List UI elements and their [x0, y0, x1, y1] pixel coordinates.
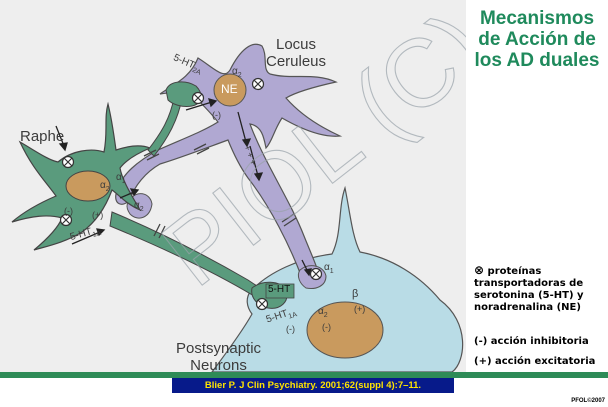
slide-title: Mecanismos de Acción de los AD duales [466, 8, 608, 71]
neuron-illustration: PIOL (C) [0, 0, 466, 372]
ne-label: NE [221, 82, 238, 96]
title-line3: los AD duales [466, 50, 608, 71]
transporter-icon [253, 79, 264, 90]
receptor-alpha2-lower: α2 [134, 200, 144, 213]
title-line2: de Acción de [466, 29, 608, 50]
receptor-alpha2-lc: α2 [232, 66, 242, 79]
receptor-alpha1-post: α1 [324, 262, 334, 275]
neuron-diagram: PIOL (C) Locus Ceruleus Raphe Postsynapt… [0, 0, 466, 372]
postsynaptic-label: Postsynaptic Neurons [176, 340, 261, 372]
transporter-icon [311, 269, 322, 280]
receptor-alpha1-raphe: α1 [116, 172, 126, 185]
legend-inhib: (-) acción inhibitoria [474, 336, 608, 348]
inhib-mark-post-2: (-) [322, 322, 331, 332]
excit-mark-raphe: (+) [92, 210, 103, 220]
post-line1: Postsynaptic [176, 340, 261, 357]
inhib-mark-raphe: (-) [64, 206, 73, 216]
locus-ceruleus-label: Locus Ceruleus [266, 36, 326, 70]
receptor-alpha2-post: α2 [318, 306, 328, 319]
excit-mark-post: (+) [354, 304, 365, 314]
transporter-icon [193, 93, 204, 104]
citation: Blier P. J Clin Psychiatry. 2001;62(supp… [172, 378, 454, 393]
transporter-legend-icon: ⊗ [474, 263, 484, 277]
legend-excit: (+) acción excitatoria [474, 356, 608, 368]
copyright: PFOL©2007 [571, 398, 605, 404]
transporter-icon [61, 215, 72, 226]
inhib-mark-post: (-) [286, 324, 295, 334]
post-line2: Neurons [176, 357, 261, 372]
receptor-beta-post: β [352, 288, 358, 300]
title-line1: Mecanismos [466, 8, 608, 29]
receptor-alpha2-raphe: α2 [100, 180, 110, 193]
locus-line1: Locus [266, 36, 326, 53]
inhib-mark-lc: (-) [212, 110, 221, 120]
transporter-icon [257, 299, 268, 310]
legend-transport-text: proteínas transportadoras de serotonina … [474, 266, 584, 313]
raphe-label: Raphe [20, 128, 64, 145]
five-ht-box-label: 5-HT [268, 284, 290, 295]
transporter-icon [63, 157, 74, 168]
legend-transport: ⊗ proteínas transportadoras de serotonin… [474, 264, 608, 314]
locus-line2: Ceruleus [266, 53, 326, 70]
